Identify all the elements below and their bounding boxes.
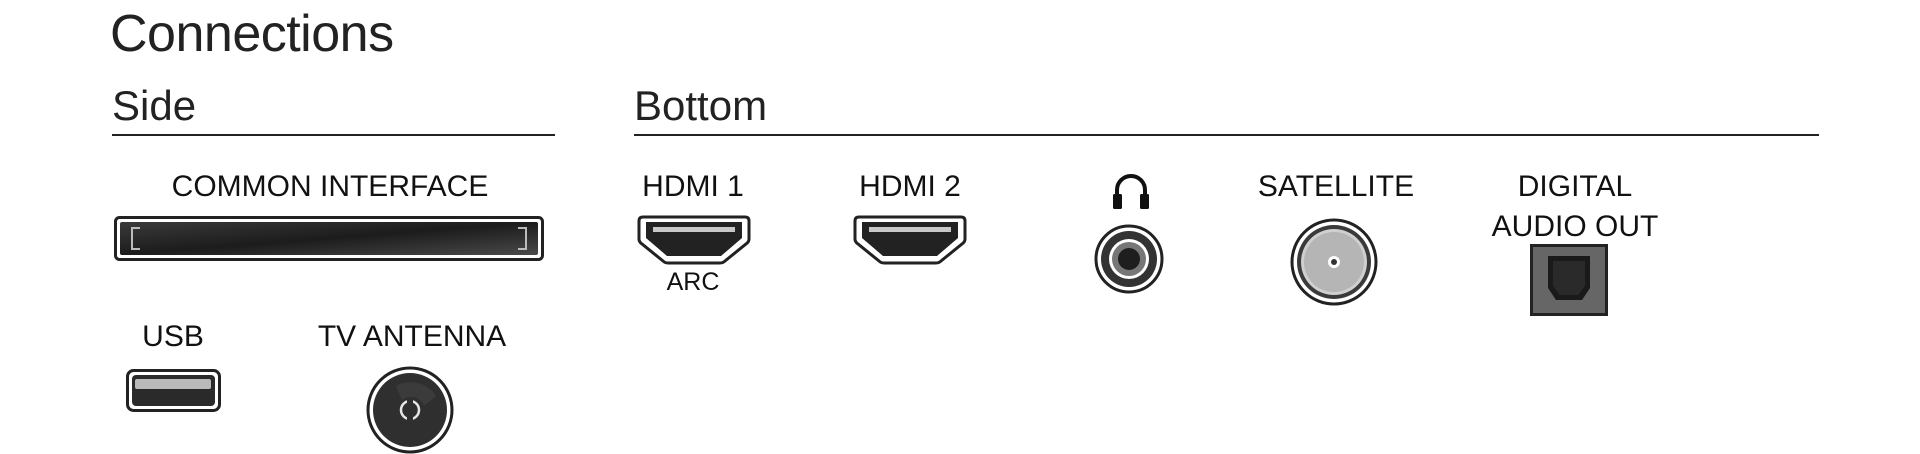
hdmi2-label: HDMI 2 [859,170,961,203]
satellite-connector-icon [1290,218,1378,306]
headphone-jack-icon [1094,224,1164,294]
usb-port-icon [126,369,221,412]
hdmi1-port-icon [637,215,751,265]
headphones-icon [1113,174,1149,209]
tv-antenna-connector-icon [366,366,454,454]
tv-antenna-label: TV ANTENNA [317,320,507,353]
common-interface-label: COMMON INTERFACE [171,170,489,203]
usb-label: USB [142,320,204,353]
hdmi1-label: HDMI 1 [642,170,744,203]
hdmi1-arc-label: ARC [666,268,720,296]
digital-audio-out-label-line2: AUDIO OUT [1491,210,1659,243]
page-title: Connections [110,5,394,63]
digital-audio-out-label-line1: DIGITAL [1517,170,1633,203]
section-title-side: Side [112,82,197,129]
optical-port-icon [1530,244,1608,316]
hdmi2-port-icon [853,215,967,265]
satellite-label: SATELLITE [1257,170,1415,203]
side-divider [112,134,555,136]
bottom-divider [634,134,1819,136]
section-title-bottom: Bottom [634,82,768,129]
common-interface-slot-icon [114,216,544,261]
